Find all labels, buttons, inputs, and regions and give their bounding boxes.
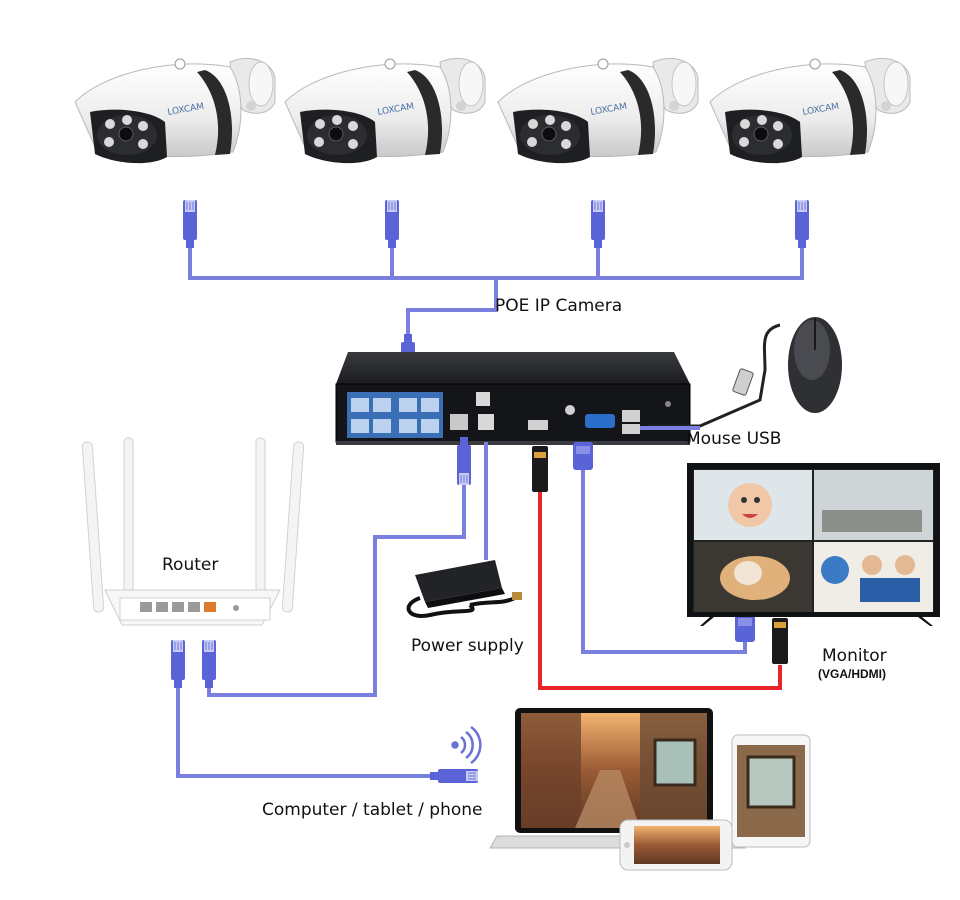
mouse-icon: [648, 317, 842, 428]
power-adapter-icon: [406, 442, 522, 618]
phone: [619, 819, 733, 871]
hdmi-cable: [538, 492, 782, 690]
label-monitor-vga-hdmi: (VGA/HDMI): [818, 667, 886, 681]
router: [81, 437, 305, 626]
camera-network-cables: [188, 245, 804, 345]
vga-cable: [581, 470, 747, 654]
vga-plug-icon: [573, 442, 755, 642]
hdmi-plug-icon: [532, 446, 788, 664]
label-poe-ip-camera: POE IP Camera: [495, 296, 623, 316]
label-computer-tablet-phone: Computer / tablet / phone: [262, 800, 483, 820]
laptop: [489, 708, 747, 849]
label-router: Router: [162, 555, 219, 575]
label-mouse-usb: Mouse USB: [686, 429, 782, 449]
monitor: [687, 463, 940, 626]
label-power-supply: Power supply: [411, 636, 524, 656]
lan-cables: [176, 485, 466, 778]
nvr-recorder: [335, 352, 691, 445]
wifi-signal-icon: [451, 725, 482, 765]
tablet: [731, 734, 811, 848]
label-monitor: Monitor: [822, 646, 887, 666]
